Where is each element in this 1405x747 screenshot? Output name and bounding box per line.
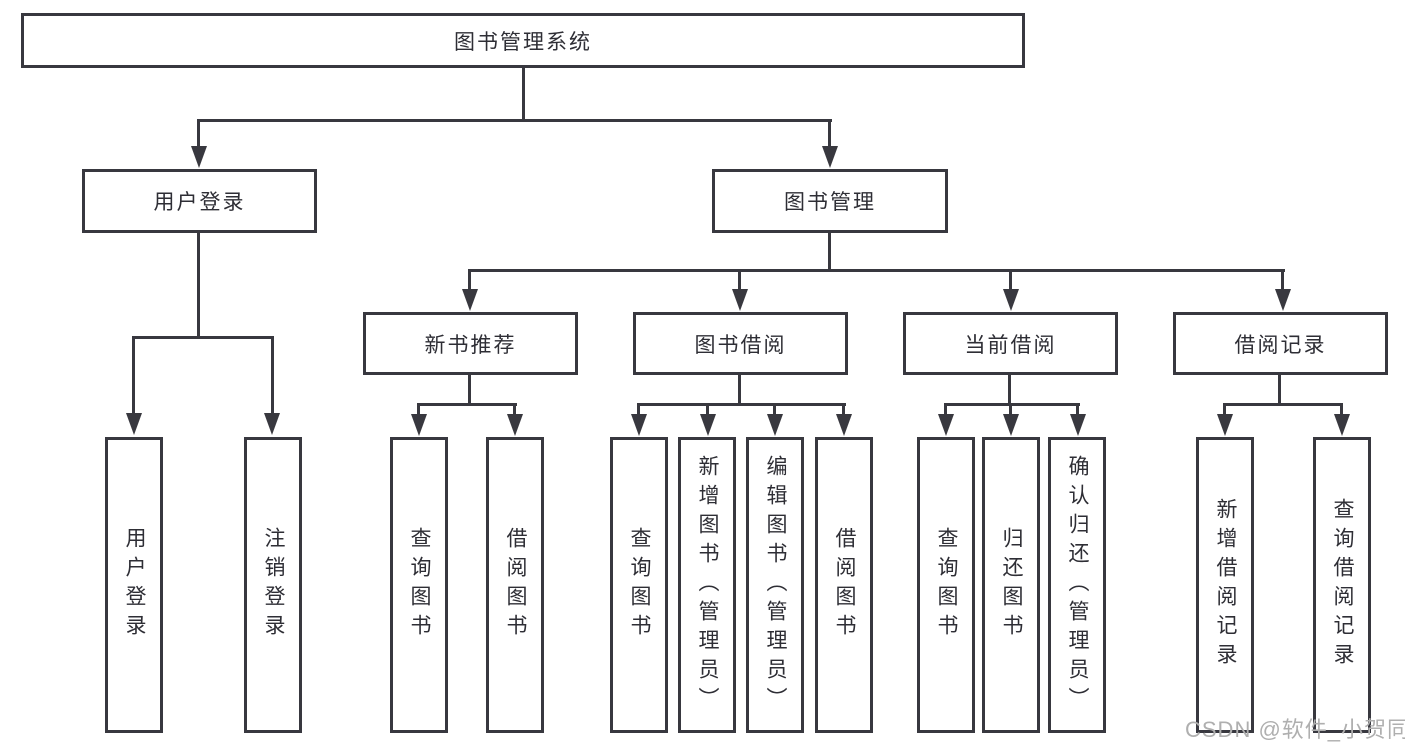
arrowhead-down-icon <box>700 414 716 436</box>
connector-vline <box>842 403 845 416</box>
connector-hline <box>469 269 1285 272</box>
arrowhead-down-icon <box>126 413 142 435</box>
node-label: 借阅记录 <box>1234 333 1327 357</box>
node-label: 编辑图书（管理员） <box>764 454 787 716</box>
leaf-query-books-borrow: 查询图书 <box>610 437 668 733</box>
connector-hline <box>637 403 846 406</box>
node-label: 当前借阅 <box>964 333 1057 357</box>
arrowhead-down-icon <box>507 414 523 436</box>
arrowhead-down-icon <box>264 413 280 435</box>
arrowhead-down-icon <box>1003 289 1019 311</box>
connector-vline <box>1008 375 1011 406</box>
arrowhead-down-icon <box>191 146 207 168</box>
connector-vline <box>944 403 947 416</box>
node-label: 用户登录 <box>153 191 246 214</box>
node-label: 归还图书 <box>1000 527 1023 643</box>
arrowhead-down-icon <box>732 289 748 311</box>
watermark: CSDN @软件_小贺同学 <box>1185 717 1405 742</box>
node-label: 借阅图书 <box>833 527 856 643</box>
connector-vline <box>828 233 831 271</box>
node-label: 图书管理系统 <box>454 30 592 54</box>
node-label: 图书借阅 <box>694 333 787 357</box>
leaf-query-books-current: 查询图书 <box>917 437 975 733</box>
connector-vline <box>522 68 525 121</box>
node-user-login: 用户登录 <box>82 169 317 233</box>
arrowhead-down-icon <box>1070 414 1086 436</box>
leaf-add-books-admin: 新增图书（管理员） <box>678 437 736 733</box>
node-label: 用户登录 <box>123 527 146 643</box>
arrowhead-down-icon <box>411 414 427 436</box>
leaf-logout: 注销登录 <box>244 437 302 733</box>
leaf-borrow-books-recommend: 借阅图书 <box>486 437 544 733</box>
arrowhead-down-icon <box>767 414 783 436</box>
connector-hline <box>417 403 517 406</box>
arrowhead-down-icon <box>462 289 478 311</box>
node-label: 查询图书 <box>628 527 651 643</box>
leaf-return-books: 归还图书 <box>982 437 1040 733</box>
connector-vline <box>1278 375 1281 406</box>
connector-vline <box>773 403 776 416</box>
connector-vline <box>417 403 420 416</box>
connector-vline <box>1223 403 1226 416</box>
arrowhead-down-icon <box>836 414 852 436</box>
connector-vline <box>1340 403 1343 416</box>
connector-vline <box>132 336 135 415</box>
node-label: 注销登录 <box>262 527 285 643</box>
arrowhead-down-icon <box>1003 414 1019 436</box>
connector-vline <box>271 336 274 415</box>
node-library-system: 图书管理系统 <box>21 13 1025 68</box>
connector-vline <box>706 403 709 416</box>
connector-vline <box>1009 269 1012 291</box>
connector-vline <box>738 269 741 291</box>
connector-vline <box>828 119 831 148</box>
arrowhead-down-icon <box>822 146 838 168</box>
node-label: 借阅图书 <box>504 527 527 643</box>
node-label: 确认归还（管理员） <box>1066 454 1089 716</box>
connector-vline <box>637 403 640 416</box>
connector-vline <box>468 269 471 291</box>
connector-vline <box>513 403 516 416</box>
connector-vline <box>468 375 471 406</box>
node-label: 查询借阅记录 <box>1331 498 1354 672</box>
connector-hline <box>197 119 832 122</box>
leaf-query-books-recommend: 查询图书 <box>390 437 448 733</box>
leaf-confirm-return-admin: 确认归还（管理员） <box>1048 437 1106 733</box>
node-book-management: 图书管理 <box>712 169 948 233</box>
node-label: 新增借阅记录 <box>1214 498 1237 672</box>
node-new-book-recommend: 新书推荐 <box>363 312 578 375</box>
node-label: 查询图书 <box>935 527 958 643</box>
leaf-user-login: 用户登录 <box>105 437 163 733</box>
connector-vline <box>197 119 200 148</box>
arrowhead-down-icon <box>1334 414 1350 436</box>
arrowhead-down-icon <box>631 414 647 436</box>
connector-vline <box>738 375 741 406</box>
connector-vline <box>197 233 200 339</box>
node-label: 新书推荐 <box>424 333 517 357</box>
connector-hline <box>944 403 1080 406</box>
arrowhead-down-icon <box>938 414 954 436</box>
node-current-borrow: 当前借阅 <box>903 312 1118 375</box>
arrowhead-down-icon <box>1275 289 1291 311</box>
node-borrow-record: 借阅记录 <box>1173 312 1388 375</box>
leaf-borrow-books: 借阅图书 <box>815 437 873 733</box>
node-label: 查询图书 <box>408 527 431 643</box>
node-label: 新增图书（管理员） <box>696 454 719 716</box>
leaf-edit-books-admin: 编辑图书（管理员） <box>746 437 804 733</box>
connector-hline <box>133 336 274 339</box>
connector-hline <box>1223 403 1343 406</box>
connector-vline <box>1076 403 1079 416</box>
leaf-query-borrow-record: 查询借阅记录 <box>1313 437 1371 733</box>
node-label: 图书管理 <box>784 191 876 214</box>
connector-vline <box>1009 403 1012 416</box>
arrowhead-down-icon <box>1217 414 1233 436</box>
connector-vline <box>1281 269 1284 291</box>
node-book-borrow: 图书借阅 <box>633 312 848 375</box>
leaf-add-borrow-record: 新增借阅记录 <box>1196 437 1254 733</box>
